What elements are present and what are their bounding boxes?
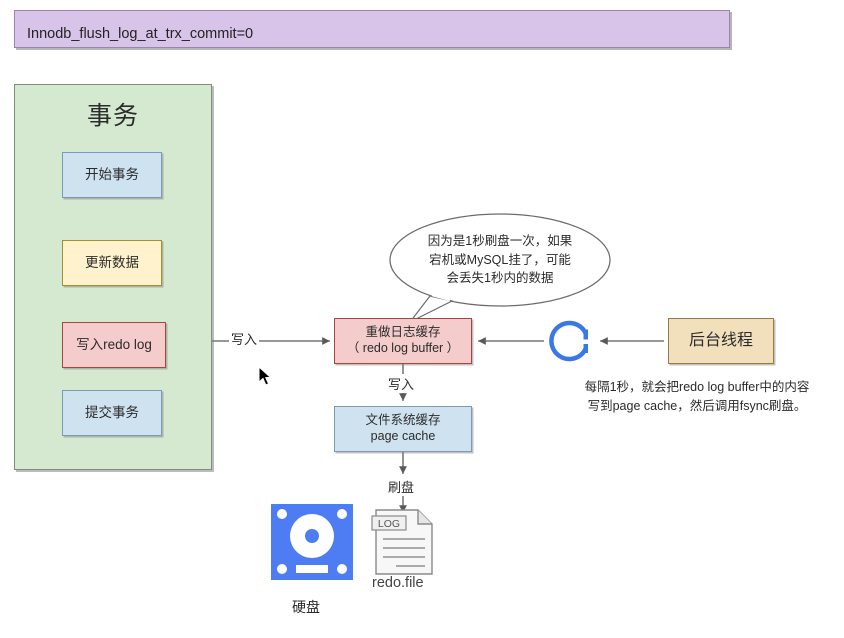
config-header-title: Innodb_flush_log_at_trx_commit=0 [27,25,254,42]
speech-bubble [389,213,611,323]
transaction-title: 事务 [86,102,139,130]
step-update-data[interactable]: 更新数据 [62,240,162,286]
speech-bubble-wrapper: 因为是1秒刷盘一次，如果 宕机或MySQL挂了，可能 会丢失1秒内的数据 [390,214,610,326]
redo-log-buffer-line2: （ redo log buffer ） [346,341,460,355]
speech-bubble-line2: 宕机或MySQL挂了，可能 [429,252,571,267]
background-thread-label: 后台线程 [688,332,753,349]
arrow-label-write-to-page-cache: 写入 [386,374,417,393]
log-file-icon: LOG [370,506,438,578]
speech-bubble-text: 因为是1秒刷盘一次，如果 宕机或MySQL挂了，可能 会丢失1秒内的数据 [390,214,610,306]
redo-log-buffer-node[interactable]: 重做日志缓存 （ redo log buffer ） [334,318,472,364]
page-cache-line2: page cache [370,429,436,443]
log-file-tag-text: LOG [378,518,400,530]
speech-bubble-line3: 会丢失1秒内的数据 [446,271,554,286]
background-thread-caption-line1: 每隔1秒，就会把redo log buffer中的内容 [584,380,810,394]
step-commit-transaction[interactable]: 提交事务 [62,390,162,436]
background-thread-caption-line2: 写到page cache，然后调用fsync刷盘。 [587,399,807,414]
redo-file-label: redo.file [372,575,424,591]
page-cache-line1: 文件系统缓存 [365,413,441,428]
redo-log-buffer-line1: 重做日志缓存 [365,325,441,340]
hard-disk-label: 硬盘 [292,599,320,615]
step-commit-transaction-label: 提交事务 [85,404,139,420]
arrow-label-flush-to-disk: 刷盘 [386,477,417,496]
speech-bubble-line1: 因为是1秒刷盘一次，如果 [427,233,573,248]
step-write-redo-log[interactable]: 写入redo log [62,322,166,368]
mouse-cursor-icon [258,365,274,388]
config-header-bar: Innodb_flush_log_at_trx_commit=0 [14,10,730,48]
step-update-data-label: 更新数据 [85,254,139,270]
step-begin-transaction[interactable]: 开始事务 [62,152,162,198]
step-begin-transaction-label: 开始事务 [85,166,139,182]
background-thread-caption: 每隔1秒，就会把redo log buffer中的内容 写到page cache… [552,378,842,417]
arrow-label-write-to-buffer: 写入 [229,329,260,348]
hard-disk-icon [270,503,354,581]
page-cache-node[interactable]: 文件系统缓存 page cache [334,406,472,452]
step-write-redo-log-label: 写入redo log [76,336,152,352]
background-thread-node[interactable]: 后台线程 [668,318,774,364]
loop-refresh-icon [546,316,596,366]
